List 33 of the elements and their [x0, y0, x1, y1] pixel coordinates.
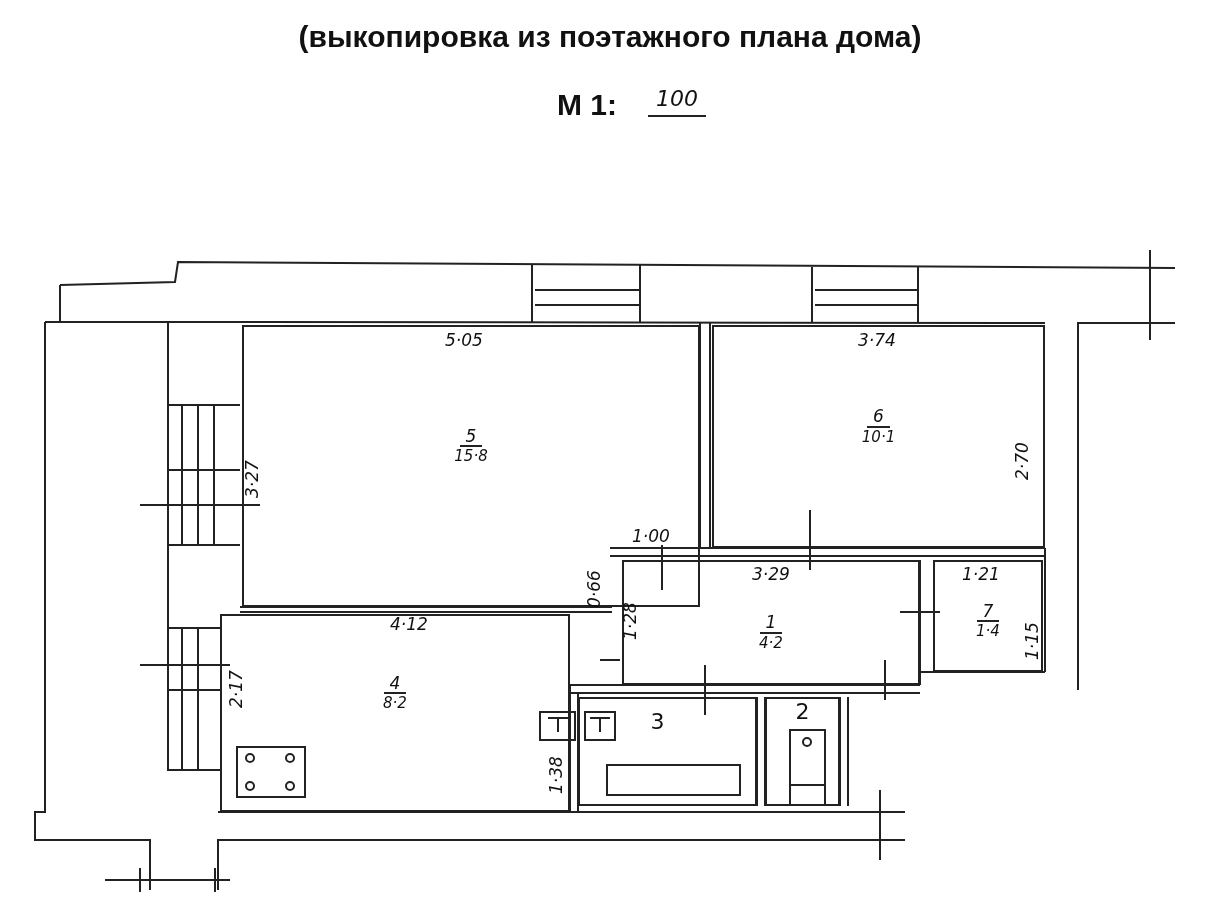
room-number: 3 [650, 709, 665, 734]
room-number: 5 [459, 426, 483, 448]
dimension-label: 3·74 [858, 332, 896, 349]
room-area: 8·2 [383, 694, 407, 713]
room [578, 697, 757, 806]
room-number: 6 [867, 407, 890, 428]
dimension-label: 2·17 [228, 670, 245, 708]
dimension-label: 1·15 [1024, 622, 1041, 660]
room-area: 4·2 [759, 633, 783, 652]
scale-value: 100 [648, 86, 706, 117]
room-number: 4 [383, 673, 407, 695]
dimension-label: 3·27 [244, 460, 261, 498]
dimension-label: 1·28 [622, 602, 639, 640]
dimension-label: 3·29 [752, 566, 790, 583]
room [220, 614, 570, 812]
dimension-label: 4·12 [390, 616, 428, 633]
dimension-label: 2·70 [1014, 442, 1031, 480]
room-area: 10·1 [861, 427, 896, 446]
dimension-label: 1·00 [632, 528, 670, 545]
scale-label: М 1: [557, 88, 617, 122]
room-number: 2 [795, 699, 810, 724]
room-number: 1 [759, 613, 783, 634]
title: (выкопировка из поэтажного плана дома) [297, 20, 923, 54]
room [622, 560, 920, 685]
room [765, 697, 840, 806]
room-area: 1·4 [976, 622, 1000, 641]
dimension-label: 1·38 [548, 756, 565, 794]
room-number: 7 [976, 601, 1000, 623]
room [933, 560, 1043, 672]
room-area: 15·8 [454, 447, 488, 466]
dimension-label: 1·21 [962, 566, 1000, 583]
dimension-label: 5·05 [445, 332, 483, 349]
room [712, 325, 1045, 548]
